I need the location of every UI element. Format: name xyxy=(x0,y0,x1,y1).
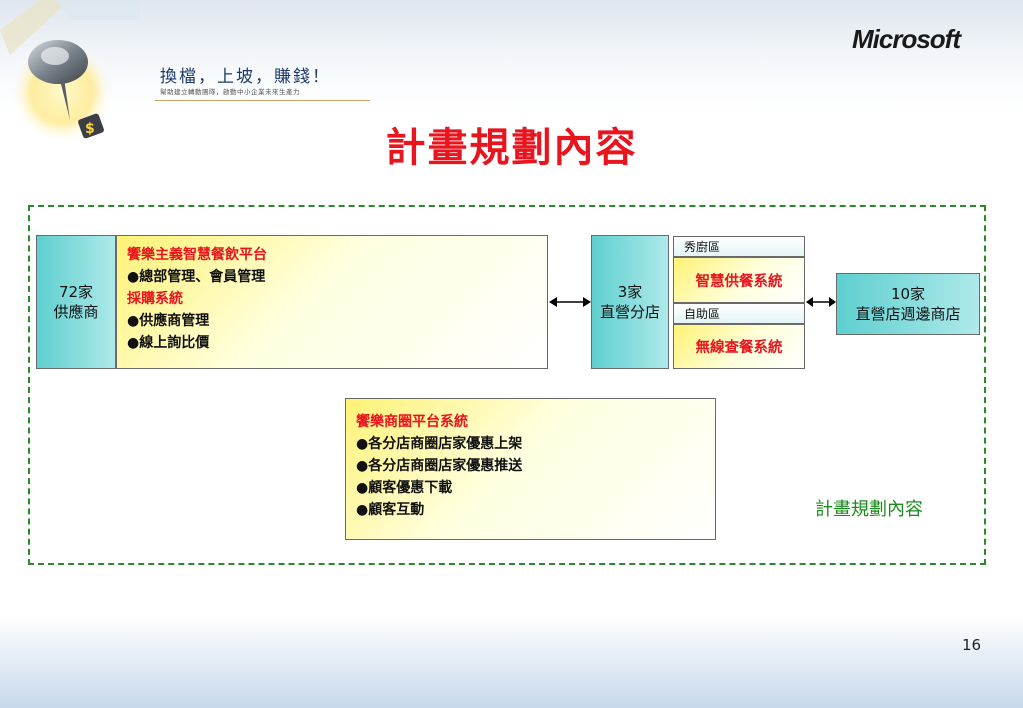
stores-label: 直營店週邊商店 xyxy=(855,305,961,323)
page-number: 16 xyxy=(962,636,982,654)
commerce-item: 各分店商圈店家優惠推送 xyxy=(356,455,705,477)
zone-label: 秀廚區 xyxy=(673,236,805,257)
smart-serving-system-box: 智慧供餐系統 xyxy=(673,257,805,303)
commerce-item: 各分店商圈店家優惠上架 xyxy=(356,433,705,455)
commerce-item: 顧客互動 xyxy=(356,499,705,521)
stores-count: 10家 xyxy=(890,285,926,303)
suppliers-box: 72家 供應商 xyxy=(36,235,116,369)
branches-count: 3家 xyxy=(617,283,643,301)
commerce-item: 顧客優惠下載 xyxy=(356,477,705,499)
header-band xyxy=(0,0,1023,110)
branches-box: 3家 直營分店 xyxy=(591,235,669,369)
platform-subtitle: 採購系統 xyxy=(127,291,183,307)
suppliers-label: 供應商 xyxy=(53,303,99,321)
wireless-menu-system-box: 無線查餐系統 xyxy=(673,324,805,369)
nearby-stores-box: 10家 直營店週邊商店 xyxy=(836,273,980,335)
plan-frame xyxy=(28,205,986,565)
svg-text:$: $ xyxy=(85,121,95,137)
suppliers-count: 72家 xyxy=(58,283,94,301)
platform-item: 總部管理、會員管理 xyxy=(127,266,537,288)
double-arrow-icon xyxy=(806,297,836,307)
double-arrow-icon xyxy=(549,297,591,307)
footer-band xyxy=(0,615,1023,708)
platform-item: 供應商管理 xyxy=(127,310,537,332)
branches-label: 直營分店 xyxy=(599,303,660,321)
brand-logo: Microsoft xyxy=(852,24,961,54)
plan-content-label: 計畫規劃內容 xyxy=(815,499,923,520)
commerce-title: 饗樂商圈平台系統 xyxy=(356,414,468,430)
slogan-divider xyxy=(155,100,370,101)
page-title: 計畫規劃內容 xyxy=(385,125,638,171)
platform-title: 饗樂主義智慧餐飲平台 xyxy=(127,247,267,263)
platform-item: 線上詢比價 xyxy=(127,332,537,354)
dining-platform-box: 饗樂主義智慧餐飲平台 總部管理、會員管理 採購系統 供應商管理 線上詢比價 xyxy=(116,235,548,369)
slogan-subtext: 幫助建立轉動團隊，啟動中小企業未來生產力 xyxy=(160,88,300,96)
slogan-text: 換檔，上坡，賺錢！ xyxy=(160,67,331,87)
commerce-platform-box: 饗樂商圈平台系統 各分店商圈店家優惠上架 各分店商圈店家優惠推送 顧客優惠下載 … xyxy=(345,398,716,540)
pin-logo-icon: $ xyxy=(0,0,140,144)
zone-label: 自助區 xyxy=(673,303,805,324)
